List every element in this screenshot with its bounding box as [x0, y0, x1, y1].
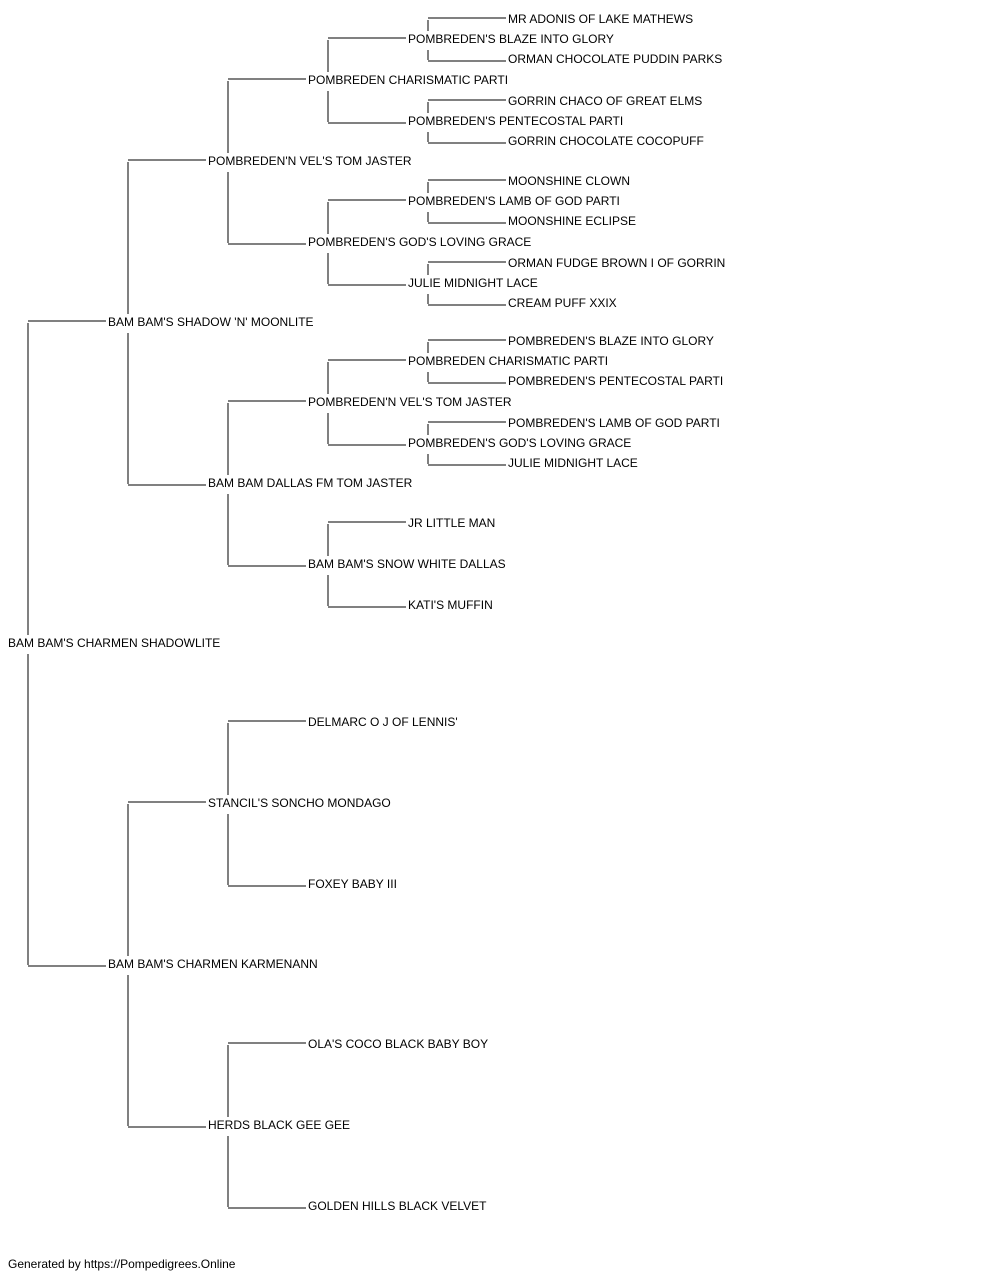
- ancestor-name-gen-5: MR ADONIS OF LAKE MATHEWS: [508, 12, 693, 26]
- ancestor-name-gen-1: BAM BAM'S SHADOW 'N' MOONLITE: [108, 315, 314, 329]
- ancestor-name-gen-2: BAM BAM DALLAS FM TOM JASTER: [208, 476, 413, 490]
- ancestor-name-gen-5: POMBREDEN'S PENTECOSTAL PARTI: [508, 374, 723, 388]
- ancestor-name-gen-4: POMBREDEN'S GOD'S LOVING GRACE: [408, 436, 631, 450]
- ancestor-name-gen-3: POMBREDEN'S GOD'S LOVING GRACE: [308, 235, 531, 249]
- ancestor-name-gen-4: POMBREDEN'S BLAZE INTO GLORY: [408, 32, 614, 46]
- subject-name: BAM BAM'S CHARMEN SHADOWLITE: [8, 636, 220, 650]
- ancestor-name-gen-3: DELMARC O J OF LENNIS': [308, 715, 458, 729]
- ancestor-name-gen-3: POMBREDEN CHARISMATIC PARTI: [308, 73, 508, 87]
- ancestor-name-gen-5: CREAM PUFF XXIX: [508, 296, 617, 310]
- ancestor-name-gen-4: POMBREDEN'S LAMB OF GOD PARTI: [408, 194, 620, 208]
- ancestor-name-gen-2: STANCIL'S SONCHO MONDAGO: [208, 796, 391, 810]
- ancestor-name-gen-5: MOONSHINE CLOWN: [508, 174, 630, 188]
- ancestor-name-gen-4: JULIE MIDNIGHT LACE: [408, 276, 538, 290]
- ancestor-name-gen-2: POMBREDEN'N VEL'S TOM JASTER: [208, 154, 412, 168]
- generated-by-footer: Generated by https://Pompedigrees.Online: [8, 1257, 236, 1271]
- ancestor-name-gen-5: ORMAN CHOCOLATE PUDDIN PARKS: [508, 52, 722, 66]
- ancestor-name-gen-3: OLA'S COCO BLACK BABY BOY: [308, 1037, 488, 1051]
- ancestor-name-gen-5: JULIE MIDNIGHT LACE: [508, 456, 638, 470]
- ancestor-name-gen-5: MOONSHINE ECLIPSE: [508, 214, 636, 228]
- ancestor-name-gen-3: GOLDEN HILLS BLACK VELVET: [308, 1199, 487, 1213]
- ancestor-name-gen-1: BAM BAM'S CHARMEN KARMENANN: [108, 957, 318, 971]
- ancestor-name-gen-3: BAM BAM'S SNOW WHITE DALLAS: [308, 557, 506, 571]
- ancestor-name-gen-4: POMBREDEN CHARISMATIC PARTI: [408, 354, 608, 368]
- ancestor-name-gen-4: JR LITTLE MAN: [408, 516, 495, 530]
- ancestor-name-gen-4: POMBREDEN'S PENTECOSTAL PARTI: [408, 114, 623, 128]
- ancestor-name-gen-5: GORRIN CHACO OF GREAT ELMS: [508, 94, 702, 108]
- ancestor-name-gen-5: ORMAN FUDGE BROWN I OF GORRIN: [508, 256, 725, 270]
- ancestor-name-gen-2: HERDS BLACK GEE GEE: [208, 1118, 350, 1132]
- ancestor-name-gen-4: KATI'S MUFFIN: [408, 598, 493, 612]
- ancestor-name-gen-5: GORRIN CHOCOLATE COCOPUFF: [508, 134, 704, 148]
- ancestor-name-gen-5: POMBREDEN'S BLAZE INTO GLORY: [508, 334, 714, 348]
- ancestor-name-gen-5: POMBREDEN'S LAMB OF GOD PARTI: [508, 416, 720, 430]
- ancestor-name-gen-3: FOXEY BABY III: [308, 877, 397, 891]
- ancestor-name-gen-3: POMBREDEN'N VEL'S TOM JASTER: [308, 395, 512, 409]
